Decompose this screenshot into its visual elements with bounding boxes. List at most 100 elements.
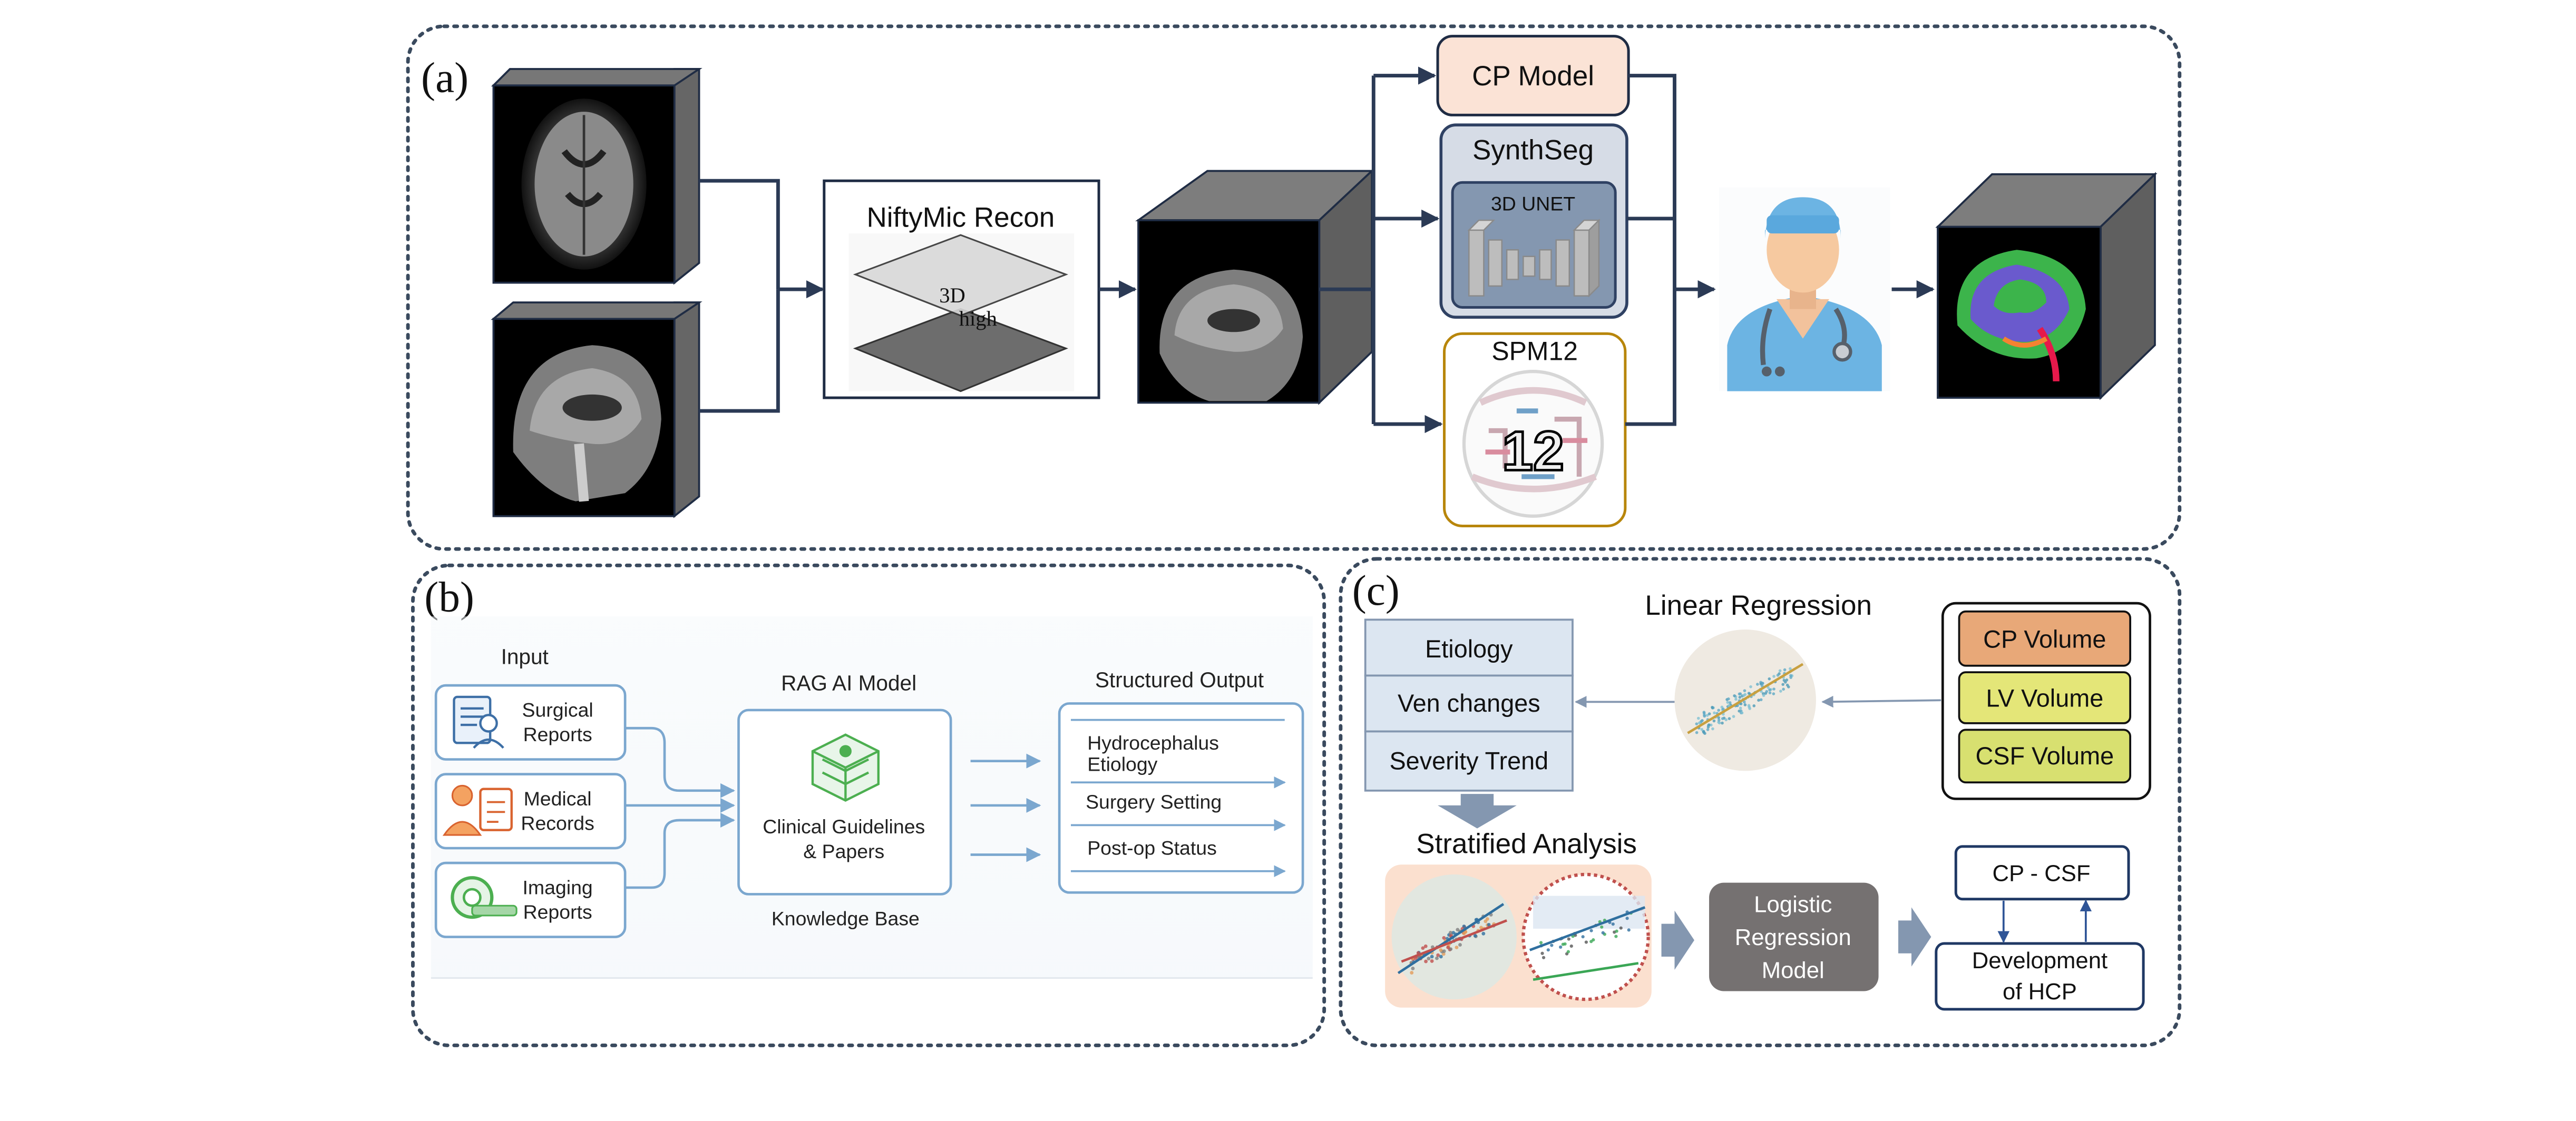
scatter-dot bbox=[1455, 946, 1459, 949]
scatter-dot bbox=[1448, 930, 1452, 935]
scatter-dot bbox=[1752, 704, 1756, 707]
linreg-title: Linear Regression bbox=[1645, 590, 1872, 621]
medical-record-icon bbox=[442, 784, 513, 836]
scatter-plot-icon bbox=[1674, 630, 1816, 771]
scatter-dot bbox=[1695, 722, 1699, 725]
outcome-severity-trend: Severity Trend bbox=[1389, 747, 1548, 774]
synthseg-label: SynthSeg bbox=[1472, 135, 1594, 166]
scatter-dot bbox=[1739, 706, 1742, 710]
scatter-dot bbox=[1772, 692, 1775, 695]
mri-sagittal-icon bbox=[491, 301, 702, 518]
scatter-dot bbox=[1589, 940, 1593, 943]
scatter-dot bbox=[1449, 947, 1453, 951]
scatter-dot bbox=[1761, 682, 1764, 685]
scatter-dot bbox=[1740, 711, 1744, 715]
scatter-dot bbox=[1717, 709, 1720, 712]
scatter-dot bbox=[1707, 723, 1711, 726]
logistic-line2: Regression bbox=[1735, 925, 1851, 950]
scatter-dot bbox=[1430, 955, 1434, 959]
kb-caption: Knowledge Base bbox=[772, 908, 920, 930]
scatter-dot bbox=[1733, 694, 1736, 697]
doctor-icon bbox=[1719, 187, 1890, 391]
input-imaging-line2: Reports bbox=[523, 901, 592, 923]
scatter-dot bbox=[1487, 923, 1491, 927]
scatter-dot bbox=[1772, 675, 1775, 678]
scatter-dot bbox=[1546, 948, 1550, 952]
scatter-dot bbox=[1722, 707, 1725, 711]
scatter-dot bbox=[1703, 714, 1706, 718]
niftymic-recon-box: NiftyMic Recon 3D high bbox=[823, 179, 1100, 399]
outcome-ven-changes: Ven changes bbox=[1398, 690, 1540, 717]
scatter-dot bbox=[1738, 692, 1741, 696]
scatter-dot bbox=[1711, 727, 1714, 731]
scatter-dot bbox=[1423, 944, 1428, 948]
scatter-dot bbox=[1726, 701, 1730, 704]
panel-b: (b) Input Surgical Reports bbox=[411, 563, 1326, 1047]
cp-volume-label: CP Volume bbox=[1983, 625, 2106, 653]
panel-b-label: (b) bbox=[424, 574, 474, 621]
scatter-dot bbox=[1421, 946, 1425, 950]
scatter-dot bbox=[1540, 951, 1544, 955]
scatter-dot bbox=[1706, 728, 1710, 731]
spm12-box: SPM12 12 bbox=[1443, 332, 1627, 527]
logistic-regression-box: Logistic Regression Model bbox=[1709, 882, 1879, 991]
imaging-scanner-icon bbox=[451, 876, 518, 919]
recon-layer-top-label: 3D bbox=[939, 283, 965, 307]
spm12-logo-icon: 12 bbox=[1462, 370, 1604, 518]
scatter-dot bbox=[1601, 931, 1605, 935]
scatter-dot bbox=[1779, 690, 1782, 693]
scatter-dot bbox=[1619, 926, 1623, 930]
scatter-dot bbox=[1541, 956, 1546, 959]
scatter-dot bbox=[1410, 971, 1414, 975]
recon-layer-bottom-label: high bbox=[959, 307, 997, 330]
scatter-dot bbox=[1728, 717, 1731, 720]
niftymic-recon-title: NiftyMic Recon bbox=[866, 202, 1055, 233]
scatter-dot bbox=[1569, 944, 1573, 948]
reconstructed-volume-cube bbox=[1135, 169, 1374, 405]
scatter-dot bbox=[1463, 930, 1468, 934]
scatter-dot bbox=[1479, 926, 1483, 930]
scatter-dot bbox=[1782, 687, 1785, 691]
scatter-dot bbox=[1739, 702, 1743, 705]
scatter-dot bbox=[1724, 718, 1728, 722]
cp-csf-box: CP - CSF bbox=[1954, 845, 2130, 901]
scatter-dot bbox=[1748, 707, 1751, 710]
kb-line2: & Papers bbox=[803, 840, 884, 862]
scatter-dot bbox=[1768, 691, 1772, 694]
input-card-surgical: Surgical Reports bbox=[434, 684, 627, 761]
spm12-label: SPM12 bbox=[1491, 336, 1578, 366]
scatter-dot bbox=[1696, 716, 1700, 720]
scatter-dot bbox=[1768, 688, 1771, 692]
cp-model-label: CP Model bbox=[1472, 61, 1594, 92]
scatter-dot bbox=[1768, 677, 1771, 681]
scatter-dot bbox=[1762, 694, 1765, 697]
scatter-dot bbox=[1785, 683, 1789, 687]
scatter-dot bbox=[1711, 705, 1714, 709]
surgical-report-icon bbox=[453, 695, 504, 749]
input-medical-line2: Records bbox=[521, 812, 594, 834]
scatter-dot bbox=[1697, 721, 1701, 725]
scatter-dot bbox=[1717, 716, 1720, 720]
kb-line1: Clinical Guidelines bbox=[763, 815, 925, 838]
input-surgical-line1: Surgical bbox=[522, 699, 593, 721]
synthseg-box: SynthSeg 3D UNET bbox=[1439, 123, 1628, 319]
scatter-dot bbox=[1484, 919, 1488, 923]
scatter-dot bbox=[1757, 699, 1760, 702]
spm12-logo-digits: 12 bbox=[1502, 420, 1564, 482]
unet-label: 3D UNET bbox=[1491, 192, 1575, 214]
scatter-dot bbox=[1727, 697, 1730, 701]
scatter-dot bbox=[1411, 967, 1415, 970]
scatter-dot bbox=[1589, 929, 1593, 932]
scatter-dot bbox=[1789, 667, 1792, 671]
structured-output-box: Hydrocephalus Etiology Surgery Setting P… bbox=[1058, 702, 1304, 894]
strat-title: Stratified Analysis bbox=[1416, 828, 1637, 859]
scatter-dot bbox=[1756, 683, 1759, 686]
csf-volume-label: CSF Volume bbox=[1975, 742, 2114, 770]
scatter-dot bbox=[1615, 929, 1618, 933]
scatter-dot bbox=[1702, 730, 1705, 733]
input-title: Input bbox=[501, 645, 549, 669]
scatter-dot bbox=[1600, 925, 1604, 929]
cp-model-box: CP Model bbox=[1436, 35, 1630, 116]
scatter-dot bbox=[1721, 721, 1724, 725]
